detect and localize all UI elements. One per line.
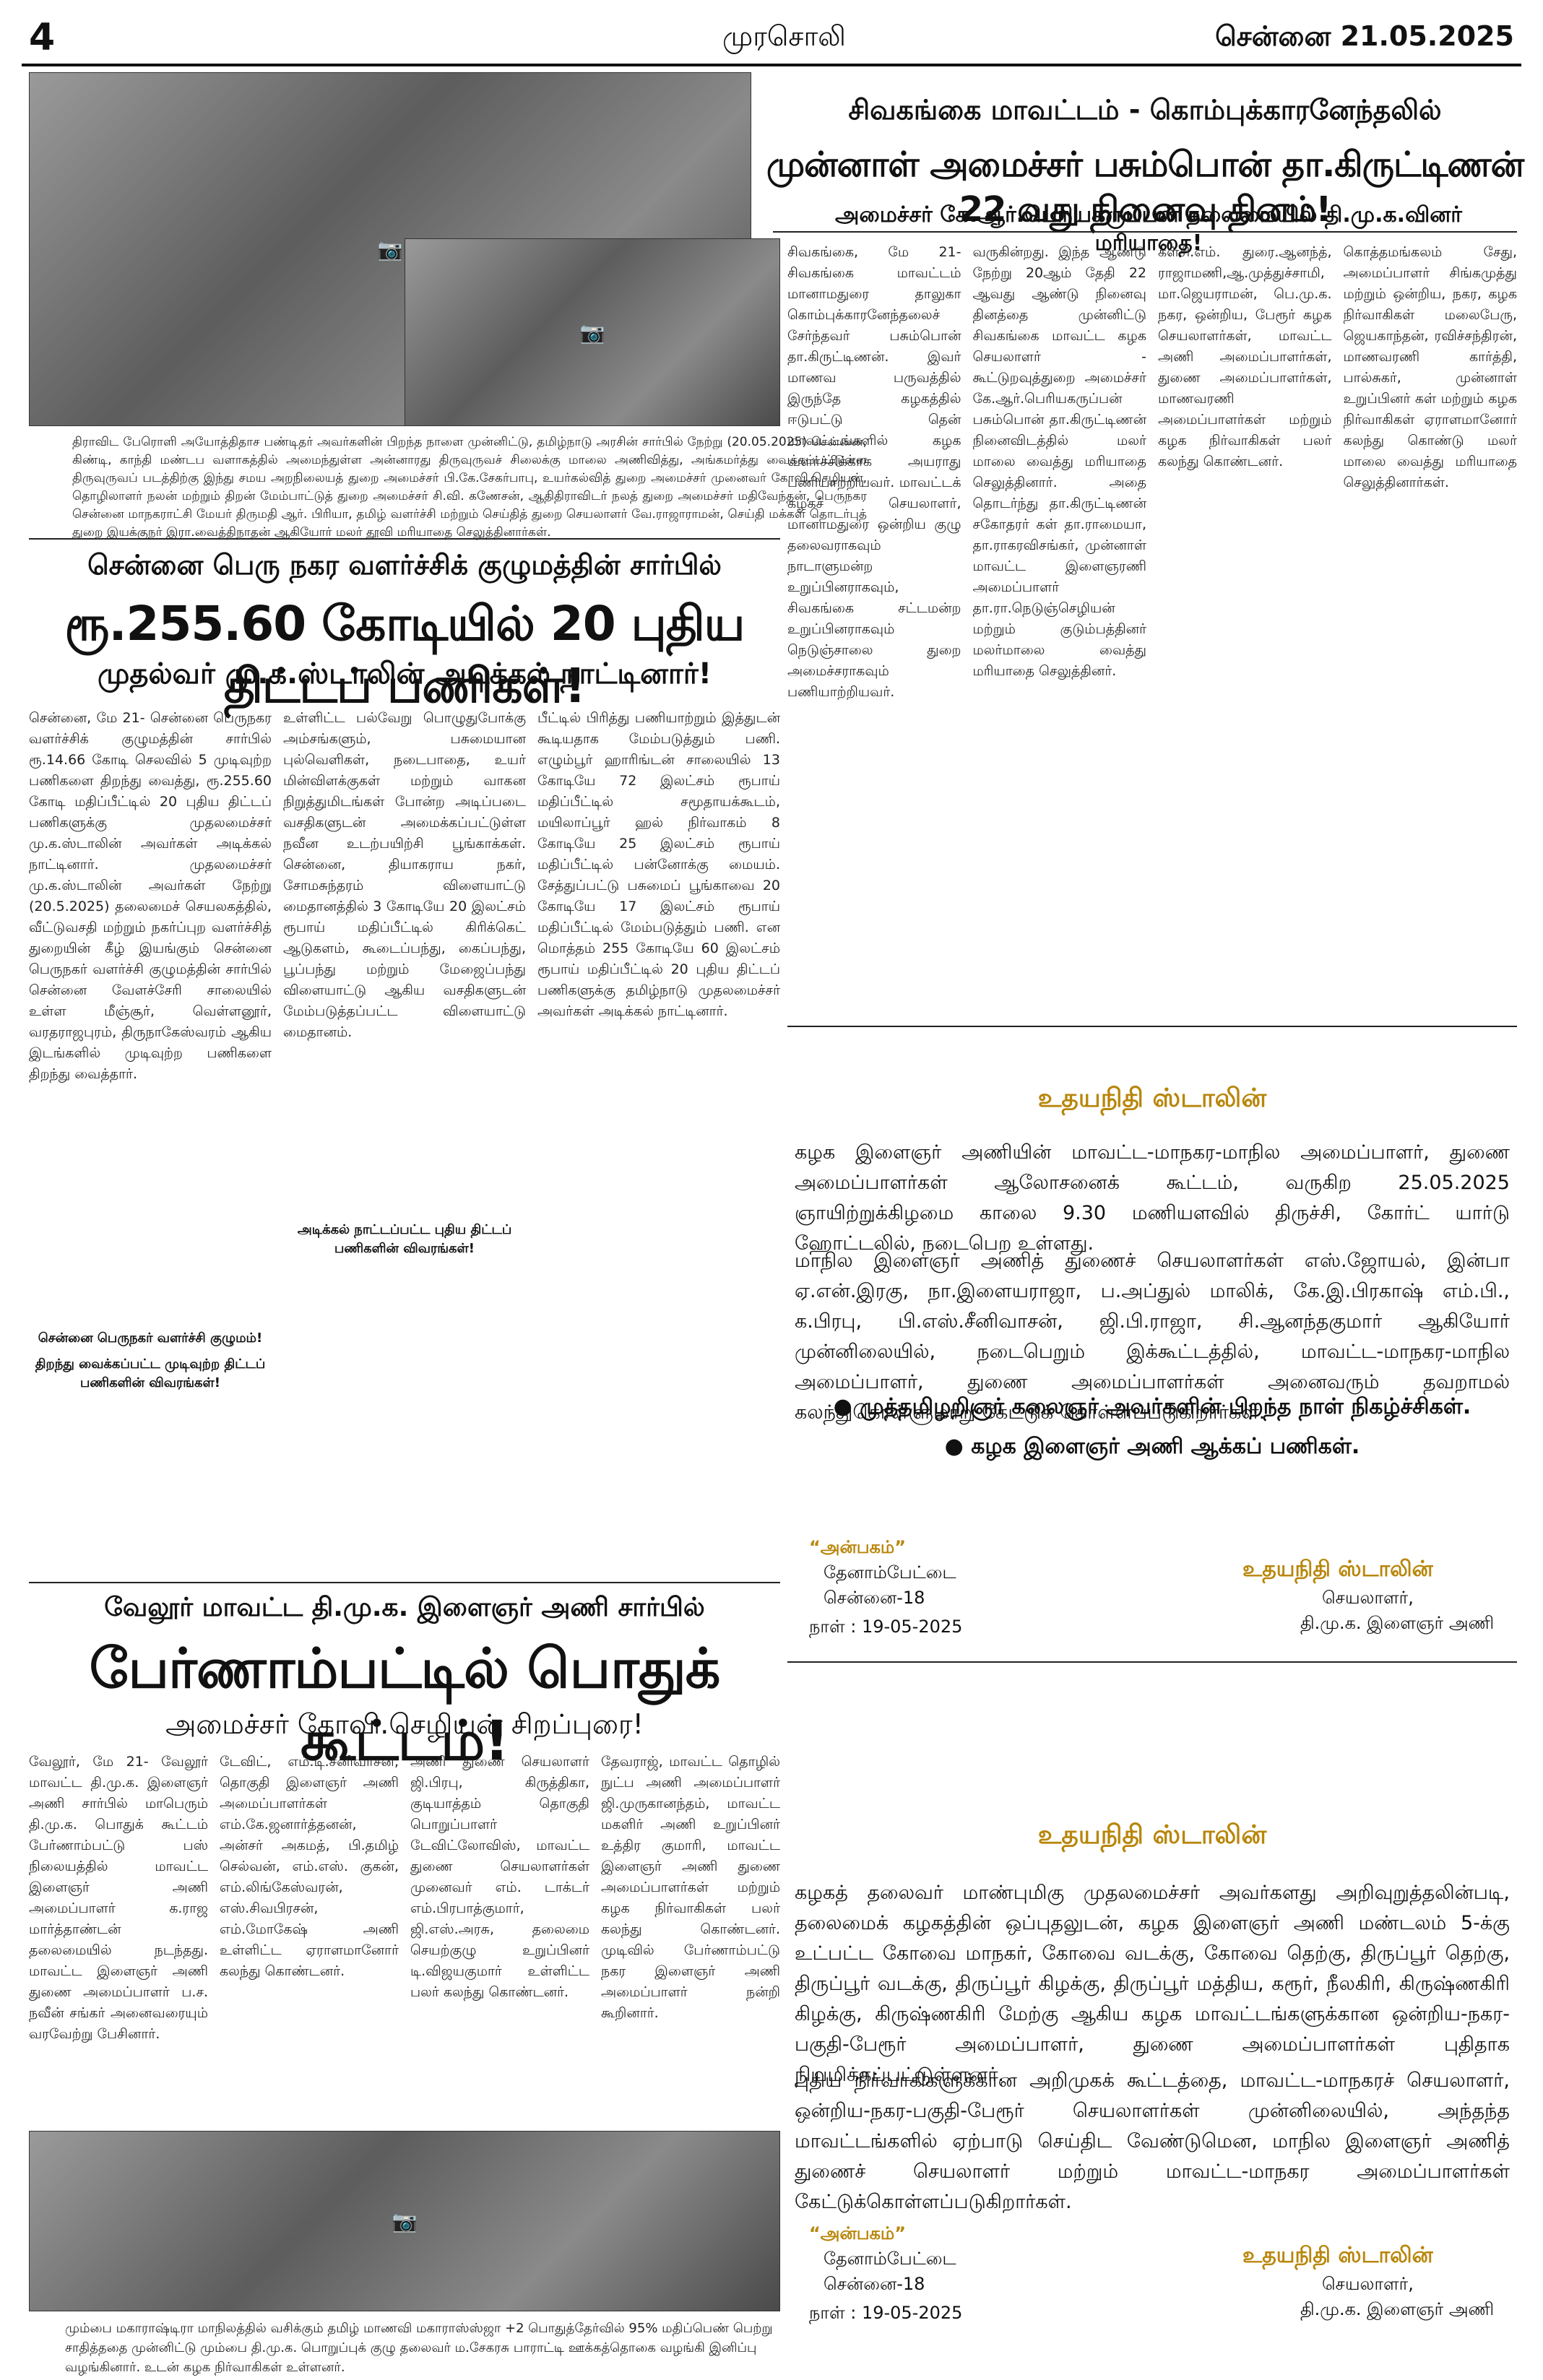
- photo-placeholder: 📷: [30, 2132, 779, 2311]
- story-column-group: உள்ளிட்ட பல்வேறு பொழுதுபோக்கு அம்சங்களும…: [283, 708, 526, 1582]
- notice-date: நாள் : 19-05-2025: [809, 1617, 963, 1637]
- notice-paragraph: கழக இளைஞர் அணியின் மாவட்ட-மாநகர-மாநில அம…: [795, 1141, 1510, 1255]
- divider: [29, 538, 780, 540]
- story-column-group: சென்னை, மே 21- சென்னை பெருநகர வளர்ச்சிக்…: [29, 708, 272, 1582]
- masthead-rule: [22, 64, 1521, 66]
- story-headline-chennai: ரூ.255.60 கோடியில் 20 புதிய திட்டப் பணிக…: [64, 596, 745, 714]
- notice-signer-role: தி.மு.க. இளைஞர் அணி: [1300, 1613, 1495, 1633]
- story-column: கள்சி.எம். துரை.ஆனந்த், ராஜாமணி,ஆ.முத்து…: [1158, 244, 1332, 469]
- story-subheading: சென்னை பெருநகர் வளர்ச்சி குழுமம்!: [38, 1330, 263, 1346]
- story-column: டேவிட், எம்.டி.சீனிவாசன், தொகுதி இளைஞர் …: [220, 1754, 399, 1979]
- story-column: அணி துணை செயலாளர் ஜி.பிரபு, கிருத்திகா, …: [410, 1754, 589, 2000]
- story-body-sivagangai: சிவகங்கை, மே 21- சிவகங்கை மாவட்டம் மானாம…: [787, 242, 1517, 1008]
- story-headline-sivagangai: முன்னாள் அமைச்சர் பசும்பொன் தா.கிருட்டிண…: [766, 144, 1524, 230]
- story-column: சிவகங்கை, மே 21- சிவகங்கை மாவட்டம் மானாம…: [787, 244, 961, 700]
- notice-signer: உதயநிதி ஸ்டாலின்: [1242, 2243, 1433, 2268]
- story-subheading: திறந்து வைக்கப்பட்ட முடிவுற்ற திட்டப் பண…: [35, 1356, 266, 1390]
- photo-caption-top: திராவிட பேரொளி அயோத்திதாச பண்டிதர் அவர்க…: [72, 435, 867, 540]
- story-subhead-chennai: முதல்வர் மு.க.ஸ்டாலின் அடிக்கல் நாட்டினா…: [98, 657, 712, 691]
- camera-icon: 📷: [377, 237, 403, 261]
- story-kicker-vellore: வேலூர் மாவட்ட தி.மு.க. இளைஞர் அணி சார்பி…: [104, 1593, 705, 1622]
- notice-address: சென்னை-18: [824, 1588, 925, 1608]
- photo-placeholder: 📷: [30, 73, 751, 425]
- story-column: சென்னை, மே 21- சென்னை பெருநகர வளர்ச்சிக்…: [29, 710, 272, 1082]
- story-subhead-vellore: அமைச்சர் கோவி.செழியன் சிறப்புரை!: [165, 1708, 644, 1740]
- page-number: 4: [29, 16, 56, 59]
- notice-signer-role: செயலாளர்,: [1322, 2274, 1414, 2294]
- story-body-vellore: வேலூர், மே 21- வேலூர் மாவட்ட தி.மு.க. இள…: [29, 1752, 780, 2120]
- notice-paragraph: கழகத் தலைவர் மாண்புமிகு முதலமைச்சர் அவர்…: [795, 1882, 1510, 2086]
- photo-placeholder: 📷: [405, 239, 779, 425]
- notice-address: தேனாம்பேட்டை: [824, 2249, 956, 2269]
- notice-address: தேனாம்பேட்டை: [824, 1562, 956, 1583]
- issue-date: சென்னை 21.05.2025: [1215, 20, 1514, 52]
- story-column: வருகின்றது. இந்த ஆண்டு நேற்று 20ஆம் தேதி…: [972, 244, 1147, 679]
- story-body-chennai: சென்னை, மே 21- சென்னை பெருநகர வளர்ச்சிக்…: [29, 708, 780, 1582]
- event-photo-bottom: 📷: [29, 2131, 780, 2311]
- notice-title-2: உதயநிதி ஸ்டாலின்: [1037, 1820, 1267, 1850]
- notice-signer-role: தி.மு.க. இளைஞர் அணி: [1300, 2299, 1495, 2319]
- notice-office: “அன்பகம்”: [809, 2223, 907, 2243]
- story-kicker-chennai: சென்னை பெரு நகர வளர்ச்சிக் குழுமத்தின் ச…: [87, 549, 722, 581]
- story-subhead-sivagangai: அமைச்சர் கே.ஆர்.பெரியகருப்பன் தலைமையில் …: [835, 202, 1462, 256]
- story-column: பீட்டில் பிரித்து பணியாற்றும் இத்துடன் க…: [537, 710, 780, 1019]
- photo-caption-bottom: மும்பை மகாராஷ்டிரா மாநிலத்தில் வசிக்கும்…: [65, 2321, 773, 2375]
- story-subheading: அடிக்கல் நாட்டப்பட்ட புதிய திட்டப் பணிகள…: [297, 1222, 512, 1256]
- story-headline-vellore: பேர்ணாம்பட்டில் பொதுக் கூட்டம்!: [89, 1636, 721, 1773]
- camera-icon: 📷: [579, 320, 605, 345]
- divider: [29, 1582, 780, 1583]
- divider: [773, 231, 1517, 233]
- divider: [787, 1026, 1517, 1027]
- story-column: உள்ளிட்ட பல்வேறு பொழுதுபோக்கு அம்சங்களும…: [283, 710, 526, 1040]
- notice-title-1: உதயநிதி ஸ்டாலின்: [1037, 1083, 1267, 1113]
- story-column: தேவராஜ், மாவட்ட தொழில் நுட்ப அணி அமைப்பா…: [601, 1754, 780, 2021]
- notice-paragraph: புதிய நிர்வாகிகளுக்கான அறிமுகக் கூட்டத்த…: [795, 2069, 1510, 2213]
- notice-agenda-item: ● முத்தமிழறிஞர் கலைஞர் அவர்களின் பிறந்த …: [833, 1394, 1471, 1419]
- story-kicker-sivagangai: சிவகங்கை மாவட்டம் - கொம்புக்காரனேந்தலில்: [848, 94, 1442, 126]
- notice-office: “அன்பகம்”: [809, 1537, 907, 1557]
- notice-signer: உதயநிதி ஸ்டாலின்: [1242, 1557, 1433, 1582]
- notice-agenda-item: ● கழக இளைஞர் அணி ஆக்கப் பணிகள்.: [944, 1434, 1360, 1459]
- newspaper-name: முரசொலி: [722, 20, 846, 52]
- camera-icon: 📷: [392, 2209, 418, 2233]
- story-column: வேலூர், மே 21- வேலூர் மாவட்ட தி.மு.க. இள…: [29, 1754, 208, 2042]
- memorial-photo: 📷: [405, 238, 780, 426]
- notice-address: சென்னை-18: [824, 2274, 925, 2294]
- divider: [787, 1661, 1517, 1663]
- notice-date: நாள் : 19-05-2025: [809, 2303, 963, 2323]
- notice-signer-role: செயலாளர்,: [1322, 1588, 1414, 1608]
- notice-paragraph: மாநில இளைஞர் அணித் துணைச் செயலாளர்கள் எஸ…: [795, 1250, 1510, 1424]
- story-column: கொத்தமங்கலம் சேது, அமைப்பாளர் சிங்கமுத்த…: [1343, 244, 1518, 490]
